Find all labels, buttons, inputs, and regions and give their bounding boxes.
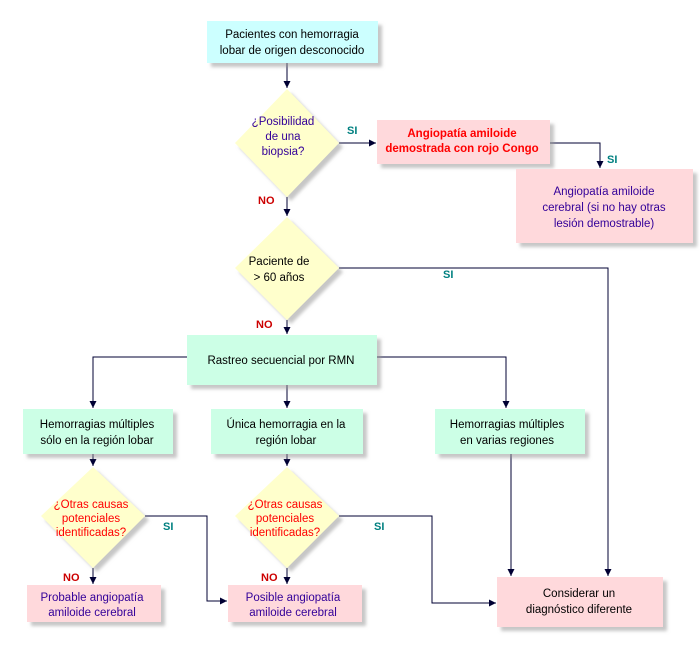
age-question-label: Paciente de > 60 años	[249, 256, 310, 284]
label-line: Rastreo secuencial por RMN	[207, 355, 354, 367]
label-line: lobar de origen desconocido	[220, 45, 365, 57]
yes-label-biopsy: SI	[347, 125, 357, 137]
edge-mri-to-multi-lobar	[89, 356, 187, 408]
label-line: Paciente de	[249, 256, 310, 268]
label-line: Considerar un	[543, 588, 615, 600]
label-line: Posible angiopatía	[246, 592, 341, 604]
age-decision-diamond	[235, 217, 339, 320]
yes-label-congo: SI	[607, 154, 617, 166]
caa-confirmed-box	[516, 169, 693, 243]
label-line: > 60 años	[254, 272, 305, 284]
edge-mri-to-multi-regions	[377, 356, 510, 408]
multi-lobar-box	[23, 409, 173, 454]
label-line: Probable angiopatía	[41, 592, 145, 604]
label-line: de una	[265, 131, 301, 143]
label-line: demostrada con rojo Congo	[385, 143, 538, 155]
edge-age-yes-to-alt	[339, 267, 612, 576]
probable-caa-label: Probable angiopatía amiloide cerebral	[41, 592, 145, 619]
label-line: diagnóstico diferente	[526, 604, 632, 616]
label-line: ¿Posibilidad	[252, 116, 315, 128]
edge-q1-yes-to-possible	[145, 515, 227, 605]
no-label-biopsy: NO	[258, 195, 275, 207]
alt-diagnosis-label: Considerar un diagnóstico diferente	[526, 588, 632, 616]
multi-lobar-label: Hemorragias múltiples sólo en la región l…	[40, 419, 155, 447]
possible-caa-box	[228, 585, 362, 622]
congo-red-box	[377, 120, 550, 164]
mri-screening-box	[187, 335, 377, 385]
label-line: Pacientes con hemorragia	[225, 29, 359, 41]
other-causes-diamond-1	[41, 467, 145, 568]
multi-regions-box	[435, 409, 585, 454]
label-line: Única hemorragia en la	[227, 418, 347, 431]
mri-screening-label: Rastreo secuencial por RMN	[207, 355, 354, 367]
label-line: cerebral (si no hay otras	[542, 202, 666, 214]
other-causes-1-label: ¿Otras causas potenciales identificadas?	[54, 499, 129, 539]
label-line: región lobar	[256, 435, 317, 447]
label-line: ¿Otras causas	[54, 499, 129, 511]
label-line: identificadas?	[250, 527, 320, 539]
label-line: amiloide cerebral	[48, 607, 136, 619]
label-line: sólo en la región lobar	[40, 435, 153, 447]
yes-label-q2: SI	[374, 521, 384, 533]
alt-diagnosis-box	[497, 577, 663, 627]
biopsy-decision-diamond	[235, 89, 339, 197]
other-causes-2-label: ¿Otras causas potenciales identificadas?	[248, 499, 323, 539]
connectors	[89, 63, 612, 607]
single-lobar-box	[211, 409, 363, 454]
label-line: biopsia?	[262, 146, 305, 158]
yes-label-q1: SI	[163, 521, 173, 533]
congo-red-label: Angiopatía amiloide demostrada con rojo C…	[385, 128, 538, 155]
label-line: en varias regiones	[460, 435, 554, 447]
yes-label-age: SI	[443, 269, 453, 281]
start-label: Pacientes con hemorragia lobar de origen …	[220, 29, 365, 57]
other-causes-diamond-2	[235, 467, 339, 568]
no-label-q2: NO	[261, 572, 278, 584]
label-line: amiloide cerebral	[249, 607, 337, 619]
single-lobar-label: Única hemorragia en la región lobar	[227, 418, 347, 447]
label-line: lesión demostrable)	[554, 218, 655, 230]
start-box	[207, 21, 378, 63]
no-label-age: NO	[256, 319, 273, 331]
biopsy-question-label: ¿Posibilidad de una biopsia?	[252, 116, 315, 158]
possible-caa-label: Posible angiopatía amiloide cerebral	[246, 592, 341, 619]
multi-regions-label: Hemorragias múltiples en varias regiones	[450, 419, 565, 447]
label-line: identificadas?	[56, 527, 126, 539]
label-line: Angiopatía amiloide	[407, 128, 516, 140]
label-line: ¿Otras causas	[248, 499, 323, 511]
label-line: Hemorragias múltiples	[450, 419, 565, 431]
label-line: Hemorragias múltiples	[40, 419, 155, 431]
no-label-q1: NO	[63, 572, 80, 584]
caa-confirmed-label: Angiopatía amiloide cerebral (si no hay o…	[542, 186, 666, 230]
edge-congo-to-caa	[550, 142, 604, 168]
probable-caa-box	[27, 585, 161, 622]
label-line: Angiopatía amiloide	[553, 186, 654, 198]
label-line: potenciales	[62, 513, 120, 525]
label-line: potenciales	[256, 513, 314, 525]
edge-q2-yes-to-alt	[339, 515, 496, 607]
